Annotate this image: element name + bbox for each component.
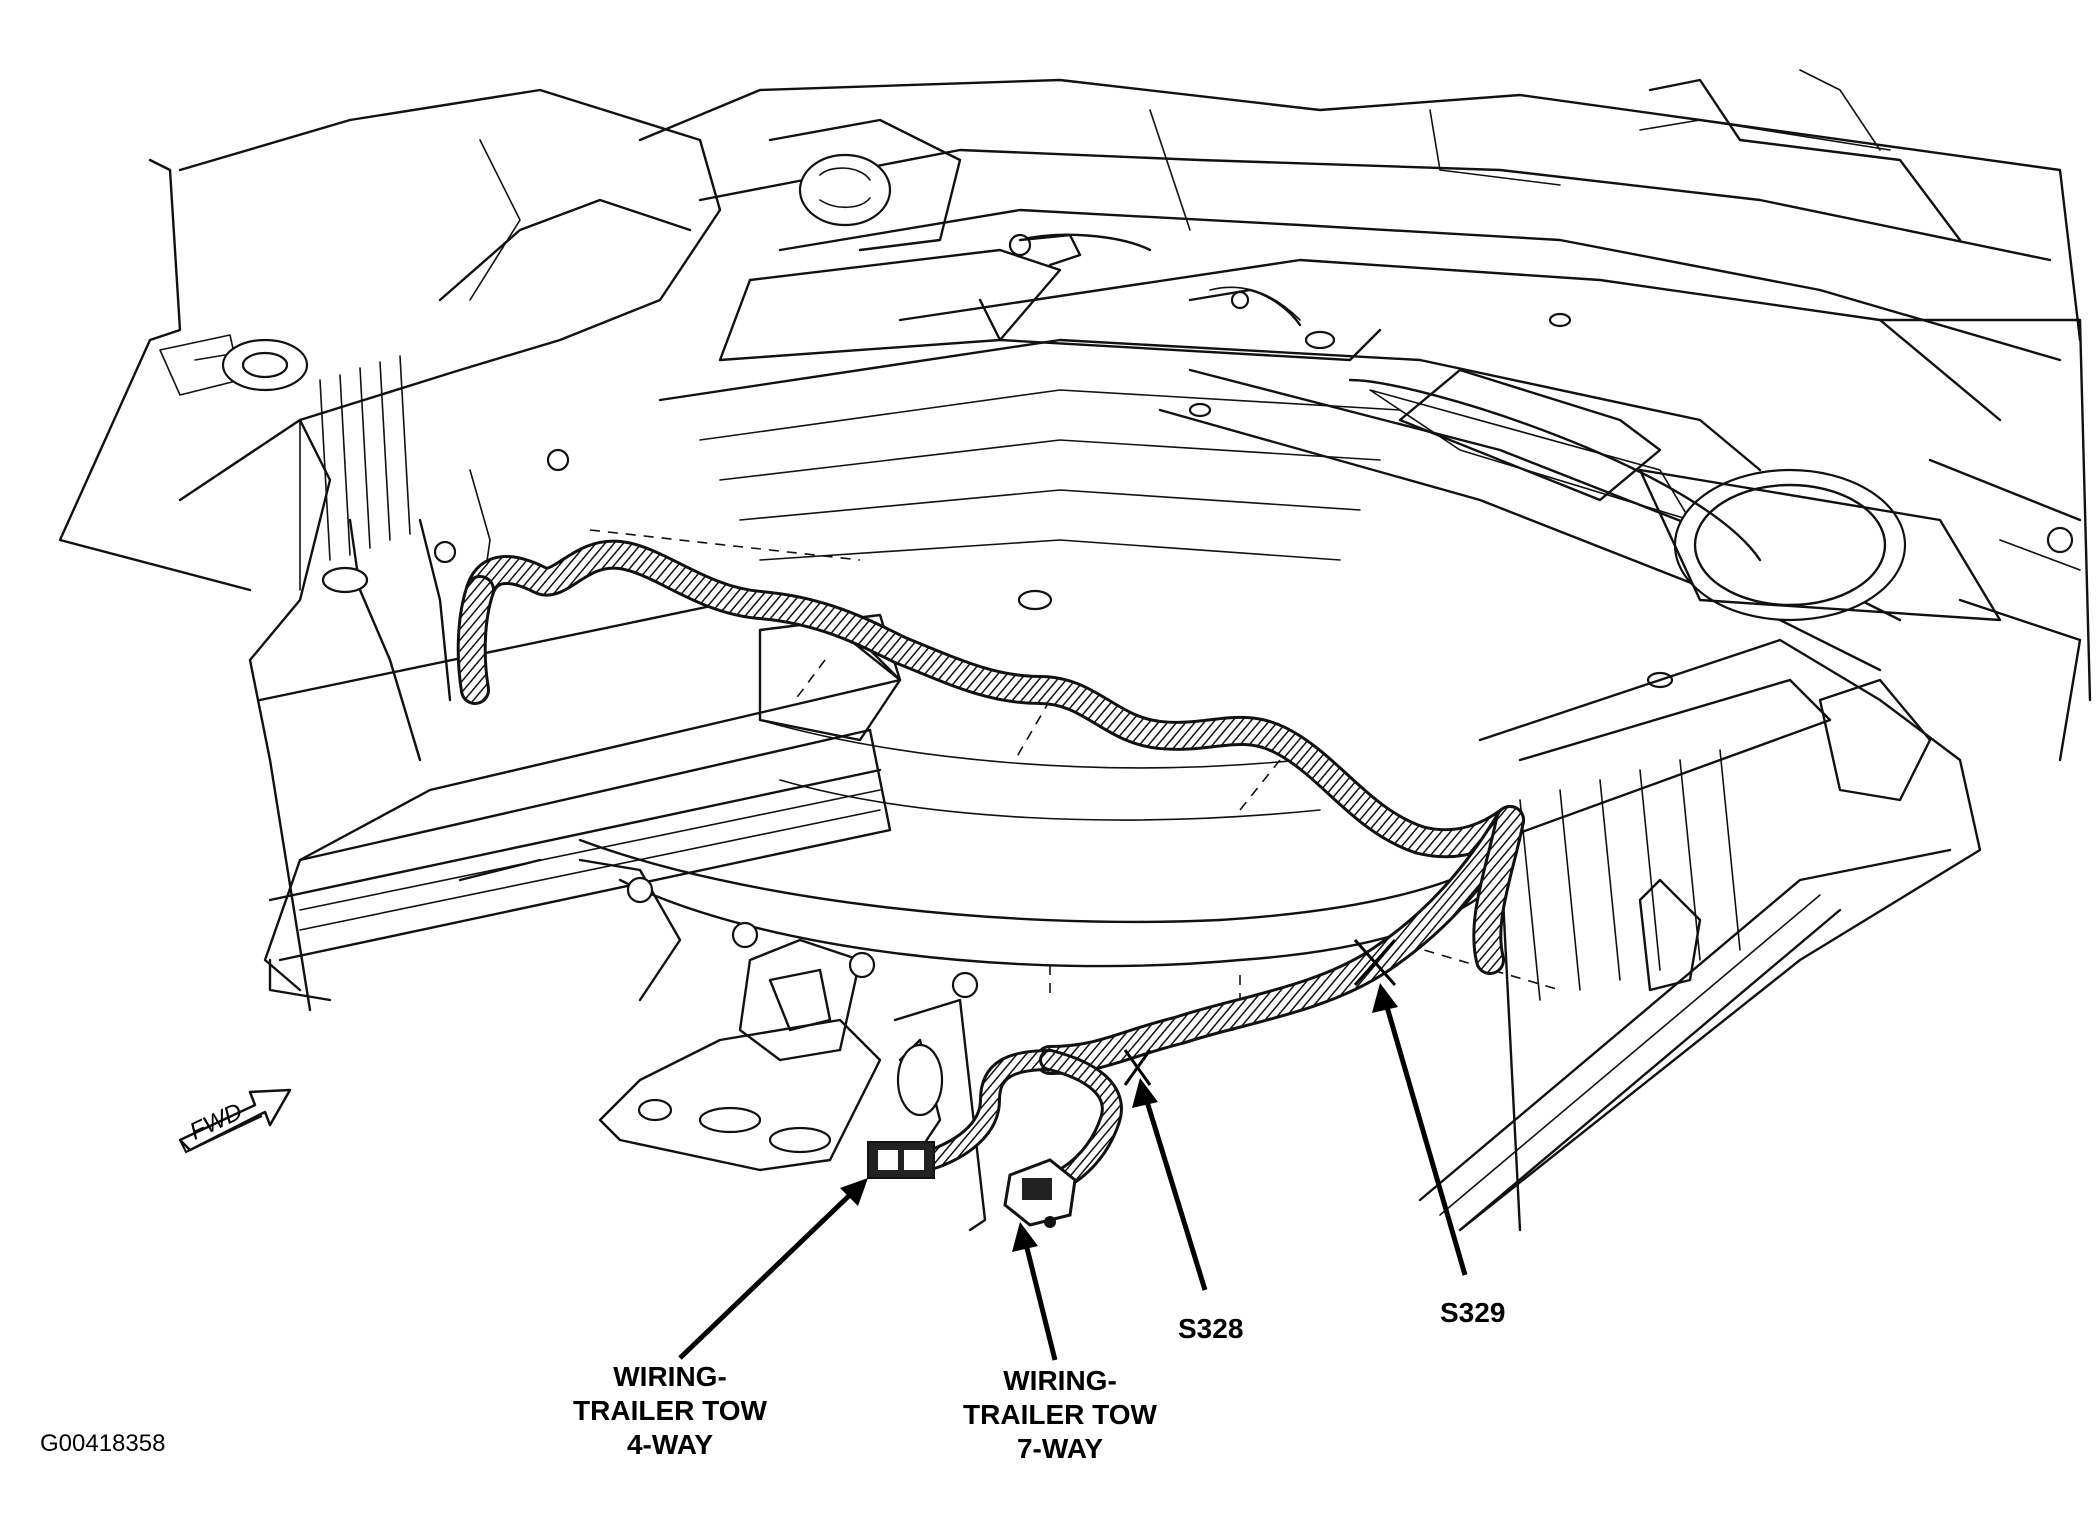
splice-x-mark-icon [1353,939,1397,986]
seven-way-label: WIRING- TRAILER TOW 7-WAY [950,1364,1170,1466]
trailer-tow-wiring-harness [456,539,1525,1191]
seven-way-label-line-1: WIRING- [1003,1365,1117,1396]
connector-4-way-icon [867,1141,935,1179]
four-way-label: WIRING- TRAILER TOW 4-WAY [560,1360,780,1462]
four-way-leader-arrow [678,1178,868,1360]
vehicle-body-structure [58,69,2092,1232]
seven-way-label-line-2: TRAILER TOW [963,1399,1157,1430]
s328-leader-arrow [1132,1078,1208,1291]
s329-leader-arrow [1372,983,1468,1276]
forward-direction-arrow-icon: FWD [178,1088,292,1154]
connector-7-way-icon [1003,1158,1077,1228]
four-way-label-line-2: TRAILER TOW [573,1395,767,1426]
s328-label: S328 [1178,1313,1244,1344]
four-way-label-line-1: WIRING- [613,1361,727,1392]
seven-way-label-line-3: 7-WAY [1016,1433,1104,1464]
s329-label: S329 [1440,1297,1506,1328]
seven-way-leader-arrow [1012,1222,1058,1361]
figure-id: G00418358 [40,1430,166,1457]
splice-x-mark-icon [1123,1049,1152,1086]
four-way-label-line-3: 4-WAY [626,1429,714,1460]
